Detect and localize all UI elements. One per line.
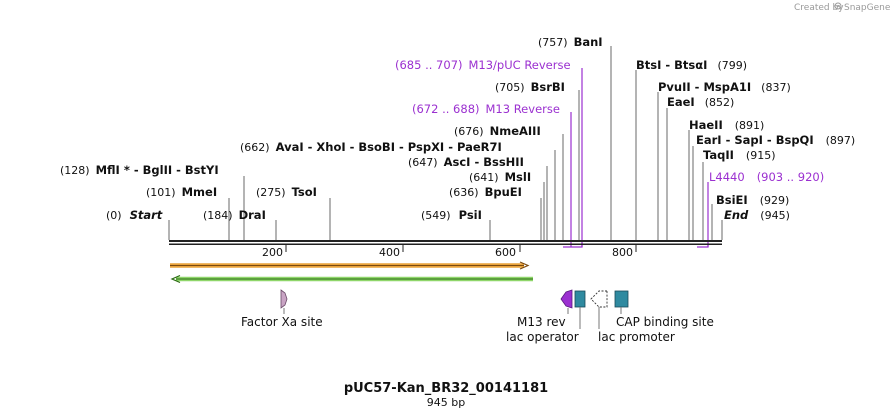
orf-arrow-forward[interactable] xyxy=(170,261,530,270)
feature-label-factor-xa: Factor Xa site xyxy=(241,315,323,329)
primer-label-m13-reverse[interactable]: (672 .. 688)M13 Reverse xyxy=(412,102,560,116)
tick-label-600: 600 xyxy=(495,246,516,259)
site-label-bsrbi[interactable]: (705)BsrBI xyxy=(495,80,565,94)
site-label-bpuei[interactable]: (636)BpuEI xyxy=(449,185,522,199)
primer-label-m13puc-reverse[interactable]: (685 .. 707)M13/pUC Reverse xyxy=(395,58,571,72)
tick-label-200: 200 xyxy=(262,246,283,259)
site-label-haeii[interactable]: HaeII(891) xyxy=(689,118,764,132)
feature-label-lac-operator: lac operator xyxy=(506,330,579,344)
feature-label-lac-promoter: lac promoter xyxy=(598,330,675,344)
site-label-mfli[interactable]: (128)MflI * - BglII - BstYI xyxy=(60,163,219,177)
map-title: pUC57-Kan_BR32_00141181 xyxy=(344,381,548,396)
cap-binding-site-feature[interactable] xyxy=(614,290,629,314)
factor-xa-site-feature[interactable] xyxy=(280,289,288,314)
map-subtitle: 945 bp xyxy=(427,396,465,409)
lac-operator-feature[interactable] xyxy=(574,290,586,329)
snapgene-credit: Created by SnapGene xyxy=(794,2,891,13)
site-label-drai[interactable]: (184)DraI xyxy=(203,208,266,222)
site-label-btsi[interactable]: BtsI - BtsαI(799) xyxy=(636,58,747,72)
site-label-bsiei[interactable]: BsiEI(929) xyxy=(716,193,789,207)
site-label-asci[interactable]: (647)AscI - BssHII xyxy=(408,155,524,169)
credit-brand: SnapGene xyxy=(844,3,891,13)
feature-label-m13-rev: M13 rev xyxy=(517,315,566,329)
site-label-pvuii[interactable]: PvuII - MspA1I(837) xyxy=(658,80,791,94)
site-label-eari[interactable]: EarI - SapI - BspQI(897) xyxy=(696,133,855,147)
ruler-ticks xyxy=(285,245,637,252)
tick-label-400: 400 xyxy=(379,246,400,259)
credit-text: Created by xyxy=(794,3,844,13)
snapgene-logo-icon xyxy=(834,2,842,10)
site-label-eaei[interactable]: EaeI(852) xyxy=(667,95,734,109)
site-label-msli[interactable]: (641)MslI xyxy=(469,170,531,184)
site-label-avai[interactable]: (662)AvaI - XhoI - BsoBI - PspXI - PaeR7… xyxy=(240,140,502,154)
lac-promoter-feature[interactable] xyxy=(590,290,608,329)
site-label-nmeaiii[interactable]: (676)NmeAIII xyxy=(454,124,541,138)
orf-arrow-reverse[interactable] xyxy=(170,274,533,284)
tick-label-800: 800 xyxy=(612,246,633,259)
site-label-tsoi[interactable]: (275)TsoI xyxy=(256,185,317,199)
feature-label-cap-binding-site: CAP binding site xyxy=(616,315,714,329)
site-label-start[interactable]: (0)Start xyxy=(106,208,163,222)
cut-site-lines xyxy=(168,46,723,240)
site-label-psii[interactable]: (549)PsiI xyxy=(421,208,482,222)
primer-label-l4440[interactable]: L4440(903 .. 920) xyxy=(709,170,824,184)
site-label-taqii[interactable]: TaqII(915) xyxy=(703,148,776,162)
sequence-backbone xyxy=(169,240,722,245)
site-label-end[interactable]: End(945) xyxy=(724,208,790,222)
site-label-bani[interactable]: (757)BanI xyxy=(538,35,603,49)
m13-rev-feature[interactable] xyxy=(560,289,573,314)
site-label-mmei[interactable]: (101)MmeI xyxy=(146,185,217,199)
